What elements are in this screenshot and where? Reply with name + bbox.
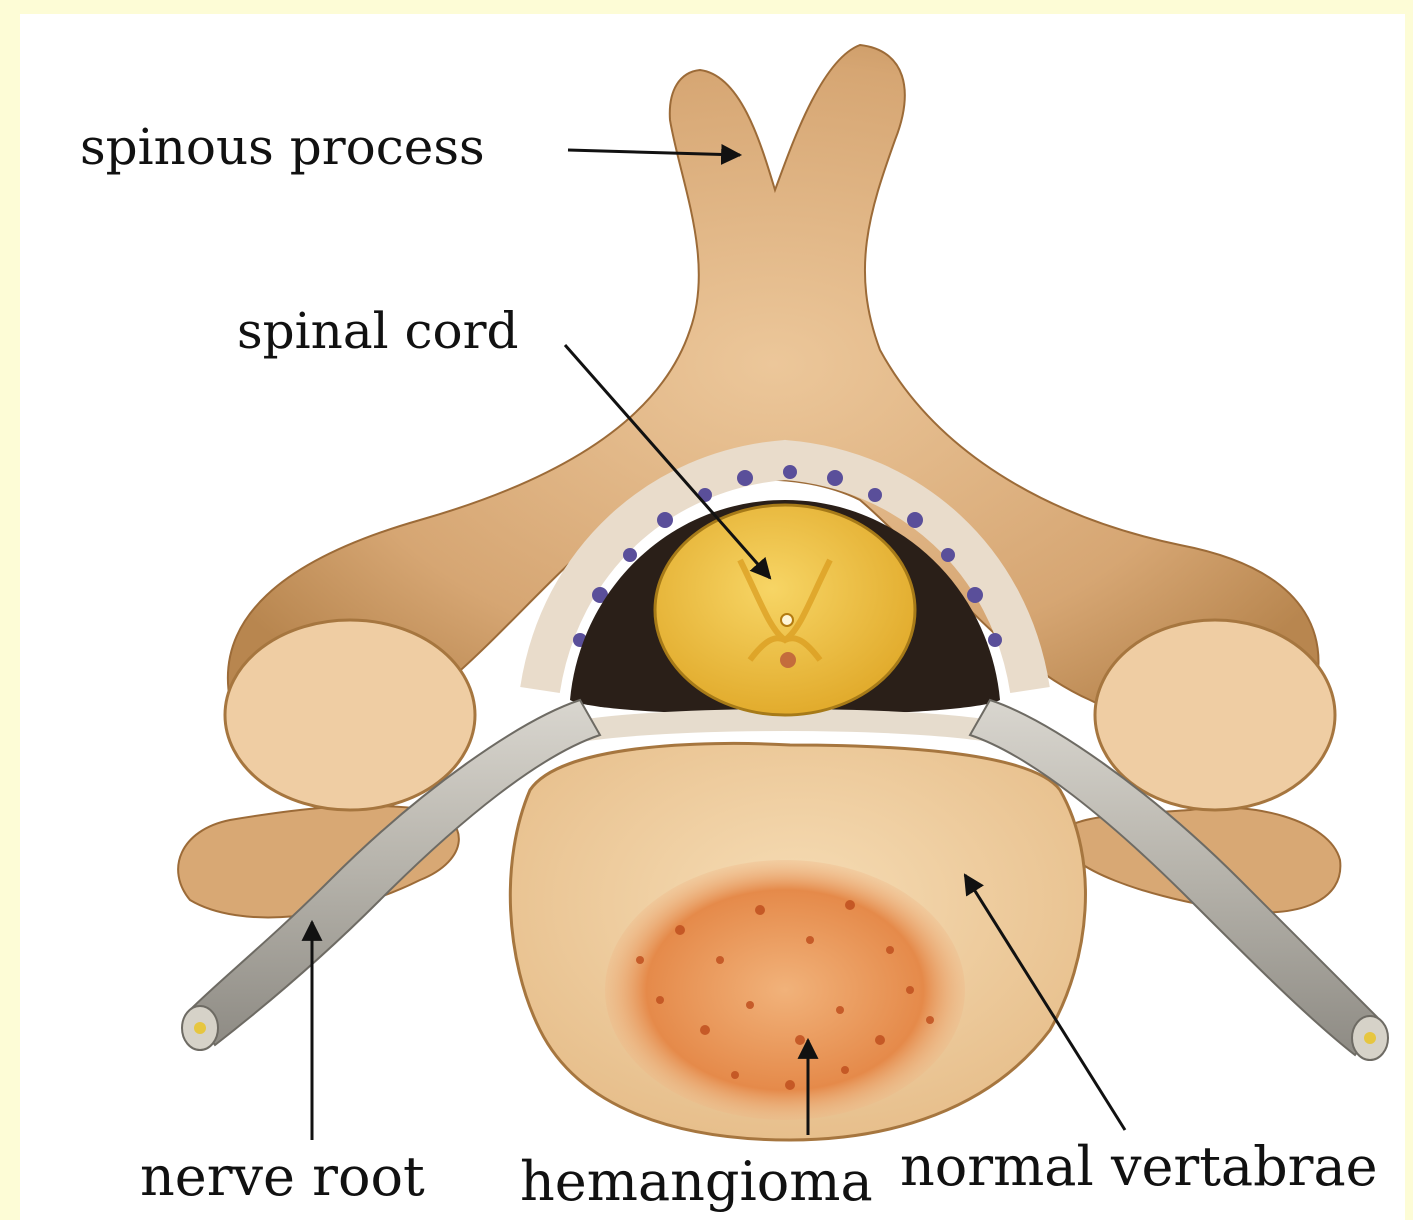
label-spinal-cord: spinal cord [237, 306, 519, 356]
left-articular-facet [225, 620, 475, 810]
label-nerve-root: nerve root [140, 1150, 425, 1204]
right-articular-facet [1095, 620, 1335, 810]
central-canal [781, 614, 793, 626]
spinal-cord [655, 505, 915, 715]
label-spinous-process: spinous process [80, 122, 485, 172]
posterior-ligament [560, 720, 1010, 735]
label-hemangioma: hemangioma [520, 1155, 873, 1209]
label-normal-vertebrae: normal vertabrae [900, 1140, 1378, 1194]
